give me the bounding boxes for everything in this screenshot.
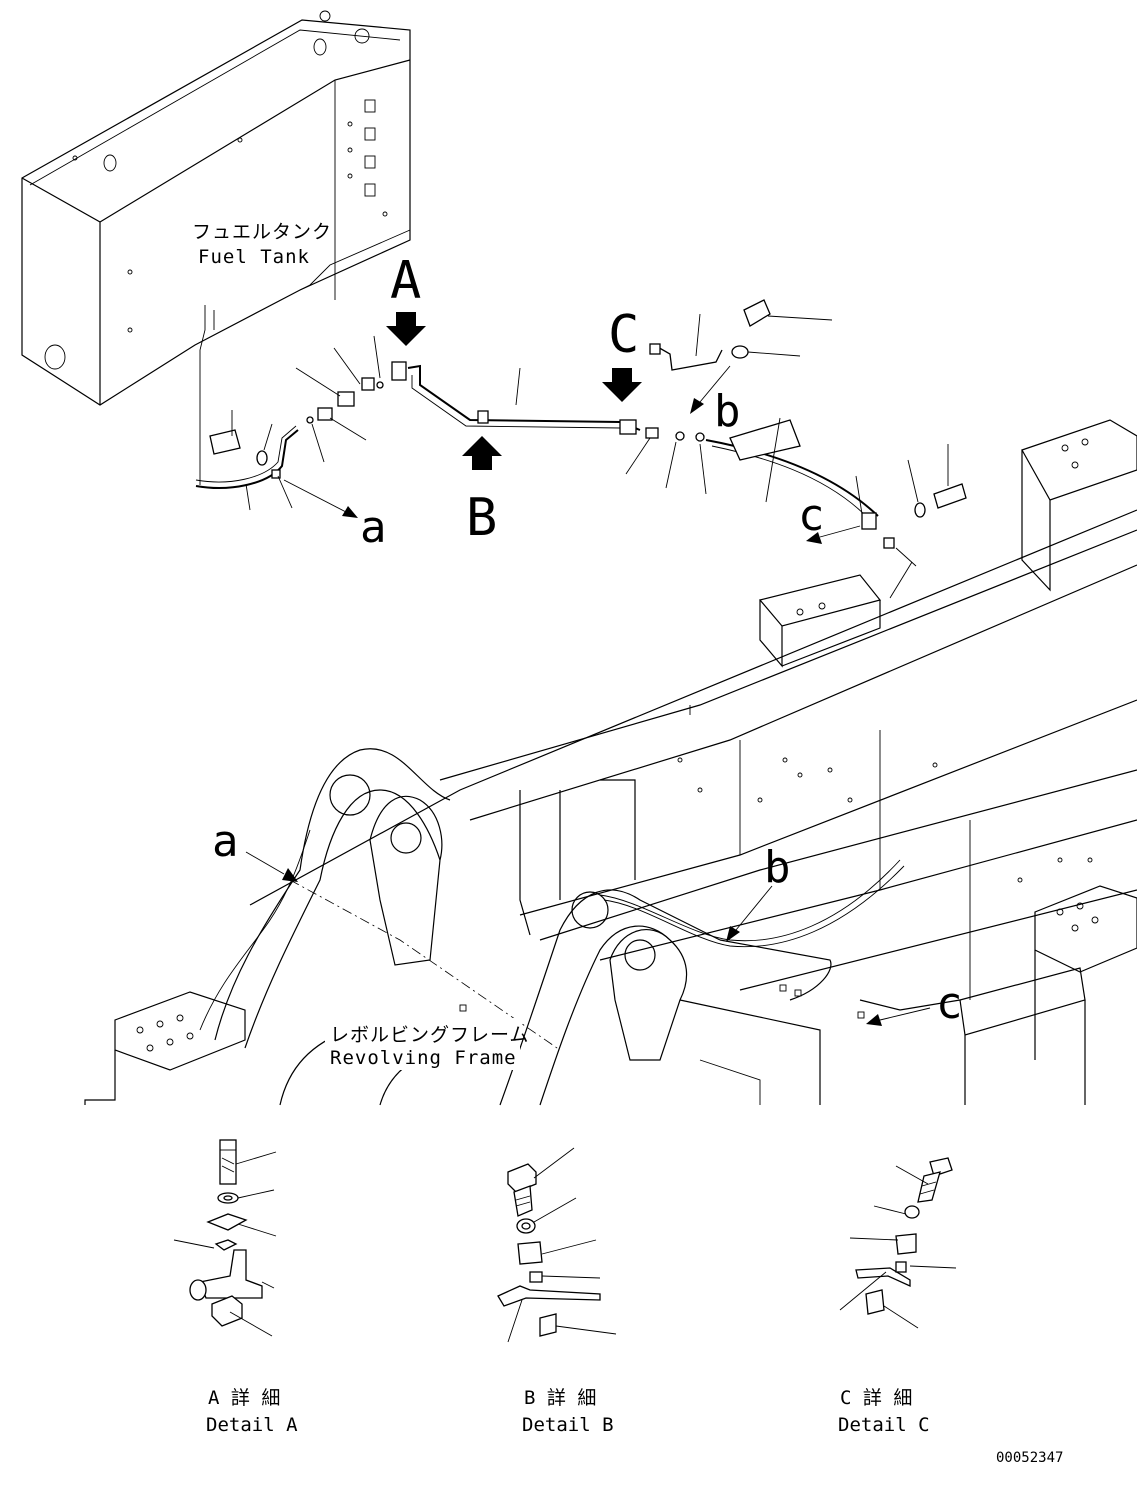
callout-B-label: B [466, 488, 497, 548]
revolving-frame-label-jp: レボルビングフレーム [330, 1024, 529, 1046]
callout-C-label: C [608, 305, 639, 365]
detail-A-drawing [173, 1139, 277, 1337]
fuel-tank-drawing [21, 10, 411, 406]
detail-A-title-en: Detail A [206, 1414, 298, 1436]
detail-B-drawing [497, 1147, 617, 1343]
drawing-number: 00052347 [996, 1450, 1063, 1466]
detail-C-title-en: Detail C [838, 1414, 930, 1436]
fuel-tank-label-en: Fuel Tank [198, 246, 310, 268]
callout-c-top: c [798, 490, 825, 541]
fuel-tank-label-jp: フュエルタンク [192, 221, 332, 243]
revolving-frame-label-en: Revolving Frame [330, 1047, 517, 1069]
callout-b-top: b [714, 386, 741, 437]
detail-A-title-jp: A 詳 細 [208, 1387, 280, 1409]
callout-a-frame: a [212, 816, 239, 867]
fuel-line-assembly [195, 299, 967, 599]
detail-C-drawing [839, 1157, 957, 1329]
revolving-frame-drawing [84, 419, 1137, 1106]
callout-c-frame: c [936, 978, 963, 1029]
callout-b-frame: b [764, 842, 791, 893]
detail-C-title-jp: C 詳 細 [840, 1387, 912, 1409]
revolving-frame-label-bg [325, 1018, 520, 1070]
callout-a-top: a [360, 502, 387, 553]
detail-B-title-en: Detail B [522, 1414, 614, 1436]
callout-A-label: A [390, 251, 421, 311]
detail-B-title-jp: B 詳 細 [524, 1387, 596, 1409]
